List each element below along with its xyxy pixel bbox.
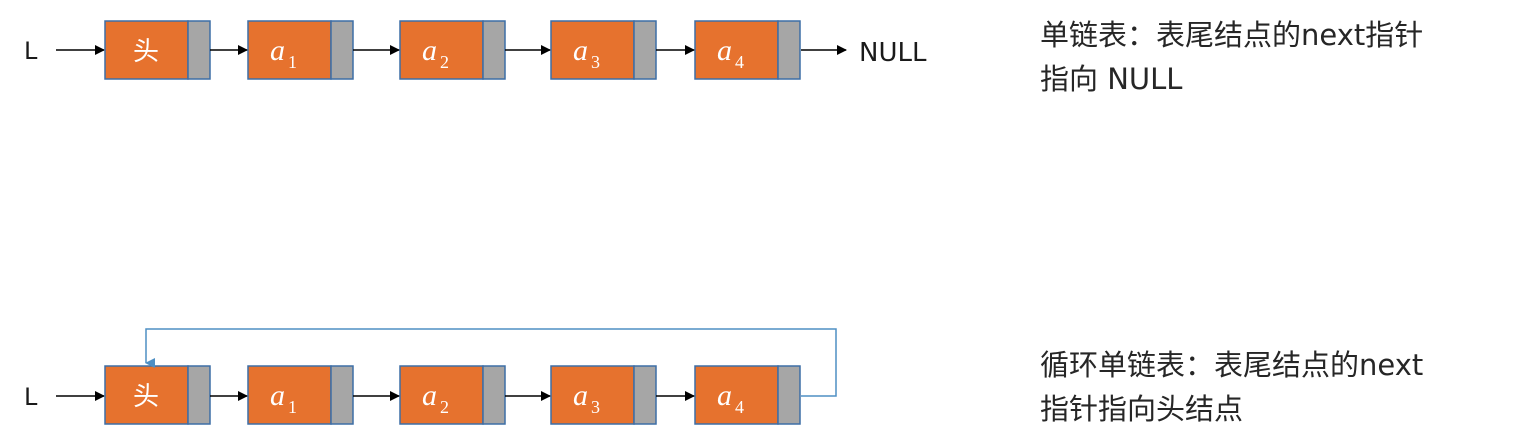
singly-linked-list-description: 单链表：表尾结点的next指针 指向 NULL (1040, 13, 1510, 101)
node-next-field (633, 365, 657, 425)
description-line: 单链表：表尾结点的next指针 (1040, 18, 1424, 52)
node-label-base: a (717, 34, 732, 67)
node-next-field (777, 365, 801, 425)
node-label-base: a (270, 34, 285, 67)
node-data-field (399, 20, 484, 80)
node-next-field (777, 20, 801, 80)
circular-linked-list-description: 循环单链表：表尾结点的next 指针指向头结点 (1040, 343, 1510, 431)
head-next-field (187, 20, 211, 80)
node-data-field (694, 20, 779, 80)
node-data-field (550, 20, 635, 80)
head-label: 头 (133, 37, 159, 67)
node-next-field (482, 20, 506, 80)
node-label-subscript: 1 (288, 397, 297, 417)
node-label-subscript: 2 (440, 52, 449, 72)
head-node: 头 (104, 20, 211, 80)
node-label-subscript: 4 (735, 52, 744, 72)
node-label-base: a (573, 379, 588, 412)
node-label-subscript: 3 (591, 52, 600, 72)
node-label-subscript: 2 (440, 397, 449, 417)
list-pointer-label: L (24, 37, 38, 65)
node-label-subscript: 3 (591, 397, 600, 417)
description-line: 指向 NULL (1040, 62, 1183, 96)
head-label: 头 (133, 382, 159, 412)
node-next-field (633, 20, 657, 80)
description-line: 循环单链表：表尾结点的next (1040, 348, 1424, 382)
head-next-field (187, 365, 211, 425)
node-label-base: a (422, 379, 437, 412)
description-line: 指针指向头结点 (1040, 392, 1244, 426)
head-node: 头 (104, 365, 211, 425)
node-label-base: a (270, 379, 285, 412)
node-label-base: a (422, 34, 437, 67)
node-next-field (330, 365, 354, 425)
node-next-field (330, 20, 354, 80)
null-label: NULL (859, 38, 927, 68)
node-label-subscript: 1 (288, 52, 297, 72)
list-pointer-label: L (24, 383, 38, 411)
node-label-base: a (573, 34, 588, 67)
node-next-field (482, 365, 506, 425)
node-label-base: a (717, 379, 732, 412)
circular-return-arrow (145, 328, 837, 397)
node-data-field (247, 365, 332, 425)
node-label-subscript: 4 (735, 397, 744, 417)
